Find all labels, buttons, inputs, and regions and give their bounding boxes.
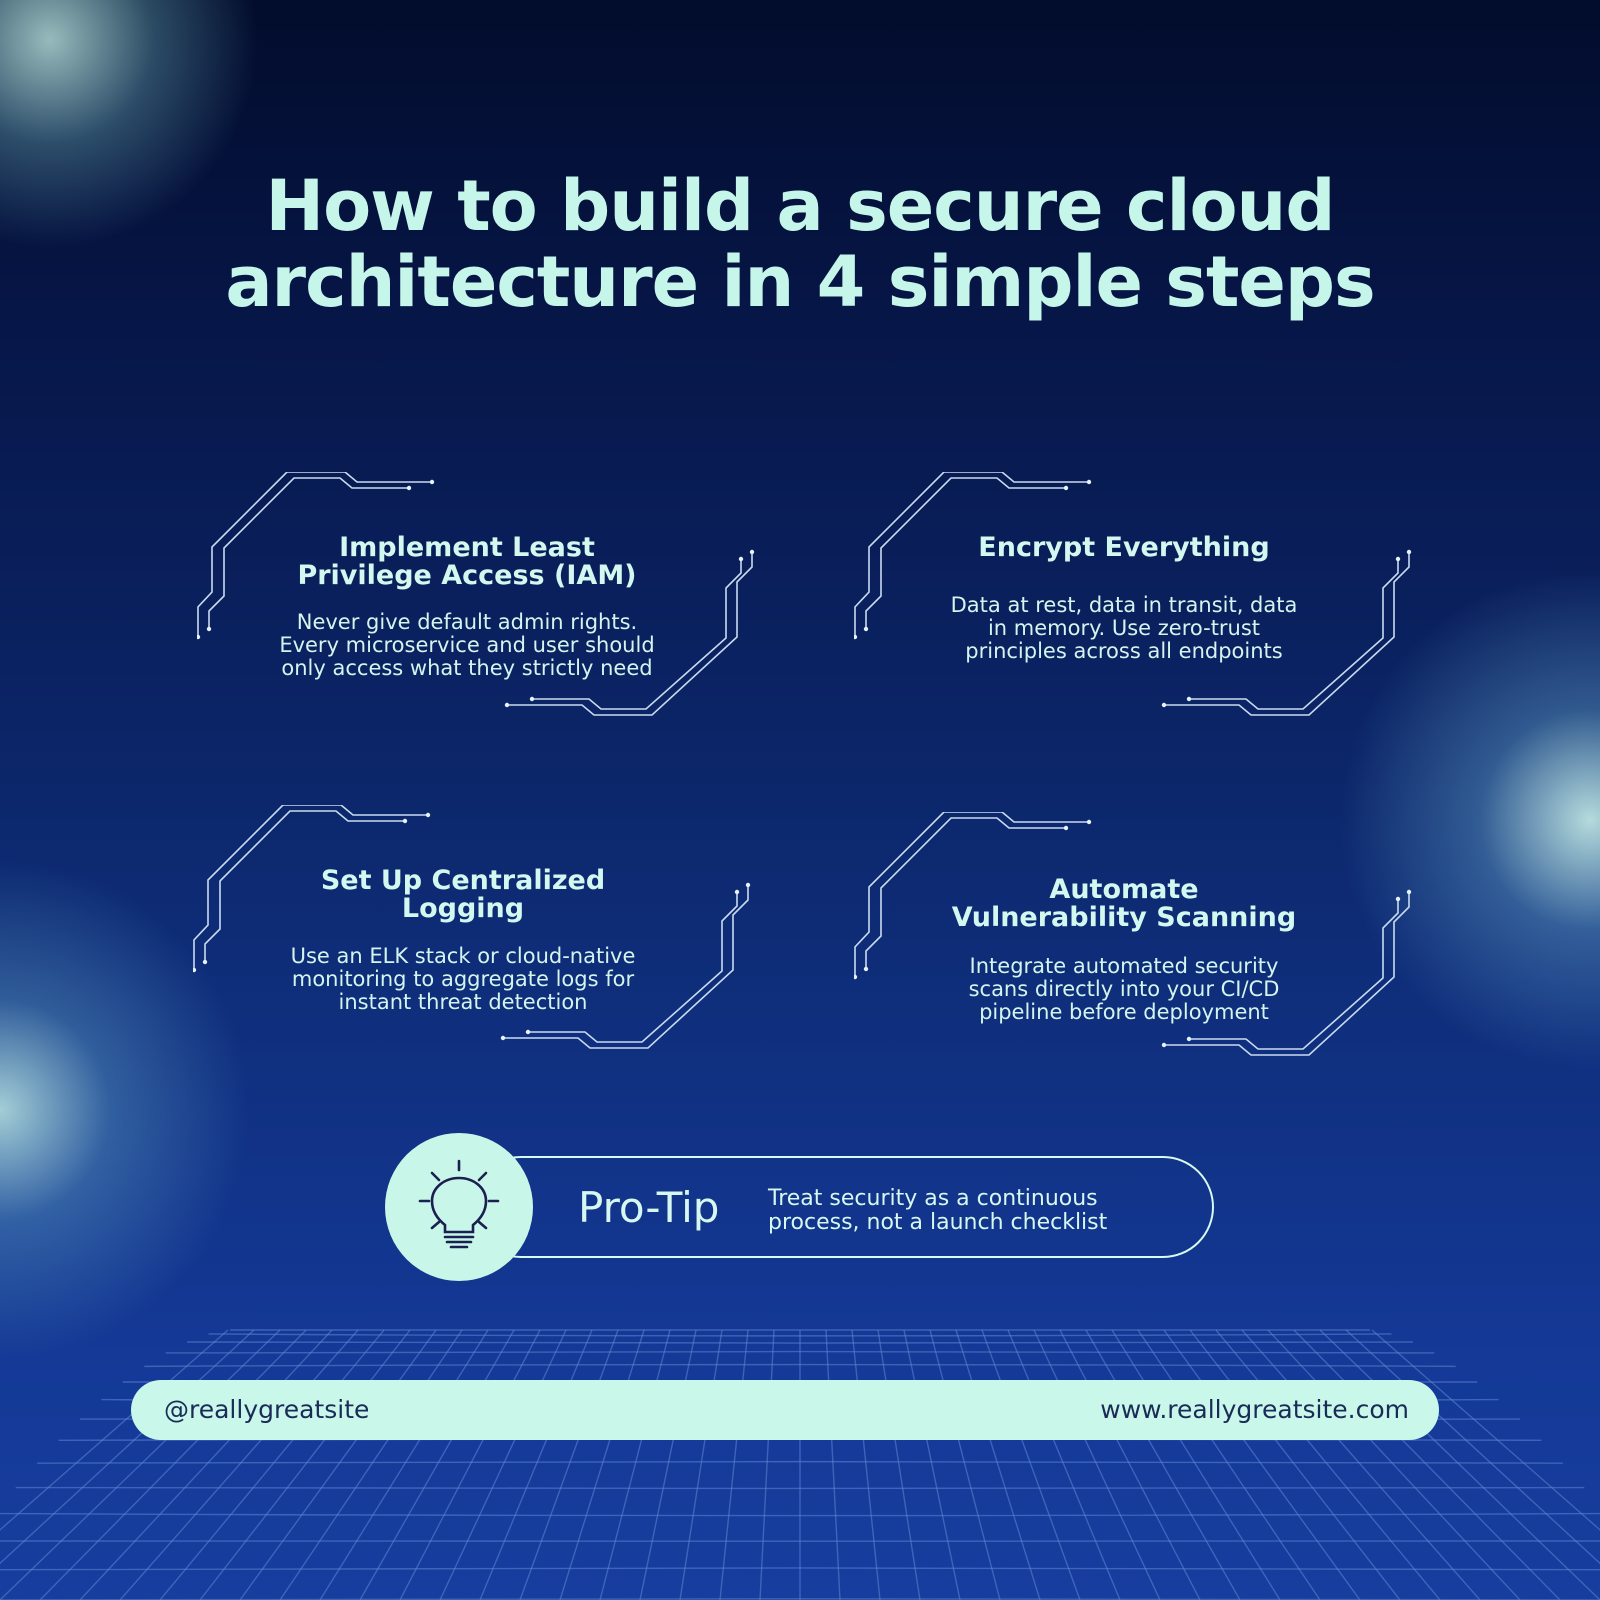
grid-column-line [1319, 1329, 1600, 1600]
step-title-line-1: Encrypt Everything [978, 532, 1270, 563]
grid-column-line [559, 1329, 645, 1600]
grid-column-line [1215, 1329, 1441, 1600]
grid-column-line [1111, 1329, 1281, 1600]
step-title: Set Up Centralized Logging [253, 867, 673, 923]
grid-column-line [1163, 1329, 1361, 1600]
grid-column-line [239, 1329, 437, 1600]
grid-column-line [851, 1329, 881, 1600]
grid-column-line [639, 1329, 697, 1600]
grid-column-line [877, 1329, 921, 1600]
grid-column-line [1189, 1329, 1401, 1600]
grid-column-line [0, 1329, 281, 1600]
step-card-scanning: Automate Vulnerability Scanning Integrat… [854, 812, 1414, 1062]
step-title-line-2: Logging [401, 893, 525, 924]
step-card-encryption: Encrypt Everything Data at rest, data in… [854, 472, 1414, 722]
pro-tip-icon-circle [385, 1133, 533, 1281]
grid-column-line [399, 1329, 541, 1600]
grid-column-line [759, 1329, 775, 1600]
step-title: Implement Least Privilege Access (IAM) [257, 534, 677, 590]
grid-column-line [955, 1329, 1041, 1600]
step-title-line-2: Vulnerability Scanning [951, 902, 1297, 933]
step-desc-line-2: monitoring to aggregate logs for [291, 967, 635, 991]
grid-column-line [1059, 1329, 1201, 1600]
grid-column-line [719, 1329, 749, 1600]
circuit-frame-icon [854, 812, 1412, 1056]
page-title: How to build a secure cloud architecture… [0, 168, 1600, 320]
grid-column-line [1007, 1329, 1121, 1600]
step-desc-line-2: scans directly into your CI/CD [968, 977, 1280, 1001]
grid-column-line [279, 1329, 463, 1600]
step-title-line-1: Set Up Centralized [320, 865, 606, 896]
step-desc-line-2: Every microservice and user should [279, 633, 655, 657]
grid-column-line [479, 1329, 593, 1600]
grid-column-line [1033, 1329, 1161, 1600]
step-title-line-1: Automate [1049, 874, 1199, 905]
title-line-2: architecture in 4 simple steps [225, 241, 1375, 323]
step-description: Use an ELK stack or cloud-native monitor… [223, 945, 703, 1014]
grid-column-line [825, 1329, 841, 1600]
grid-column-line [1293, 1329, 1561, 1600]
step-desc-line-3: only access what they strictly need [281, 656, 653, 680]
grid-column-line [79, 1329, 333, 1600]
step-title-line-1: Implement Least [339, 532, 595, 563]
step-title: Automate Vulnerability Scanning [914, 876, 1334, 932]
grid-floor-decoration [0, 1329, 1600, 1600]
website-link[interactable]: www.reallygreatsite.com [1100, 1395, 1409, 1424]
title-line-1: How to build a secure cloud [265, 165, 1335, 247]
grid-column-line [359, 1329, 515, 1600]
step-title-line-2: Privilege Access (IAM) [297, 560, 637, 591]
grid-column-line [439, 1329, 567, 1600]
step-card-iam: Implement Least Privilege Access (IAM) N… [197, 472, 757, 722]
footer-bar: @reallygreatsite www.reallygreatsite.com [131, 1380, 1439, 1440]
grid-column-line [0, 1329, 229, 1531]
step-card-logging: Set Up Centralized Logging Use an ELK st… [193, 805, 753, 1055]
grid-column-line [119, 1329, 359, 1600]
step-description: Integrate automated security scans direc… [884, 955, 1364, 1024]
lightbulb-icon [418, 1159, 500, 1249]
grid-column-line [1241, 1329, 1481, 1600]
grid-column-line [1345, 1329, 1600, 1565]
pro-tip-label: Pro-Tip [578, 1183, 720, 1232]
pro-tip-text-line-2: process, not a launch checklist [768, 1210, 1108, 1235]
step-description: Never give default admin rights. Every m… [227, 611, 707, 680]
pro-tip-text: Treat security as a continuous process, … [768, 1187, 1188, 1235]
step-desc-line-1: Data at rest, data in transit, data [950, 593, 1298, 617]
step-title: Encrypt Everything [914, 534, 1334, 562]
step-desc-line-1: Use an ELK stack or cloud-native [290, 944, 636, 968]
grid-column-line [929, 1329, 1001, 1600]
grid-column-line [1371, 1329, 1600, 1531]
step-desc-line-1: Integrate automated security [969, 954, 1279, 978]
step-description: Data at rest, data in transit, data in m… [884, 594, 1364, 663]
grid-column-line [159, 1329, 385, 1600]
grid-column-line [679, 1329, 723, 1600]
grid-column-line [319, 1329, 489, 1600]
grid-column-line [519, 1329, 619, 1600]
grid-column-line [1085, 1329, 1241, 1600]
social-handle[interactable]: @reallygreatsite [164, 1395, 370, 1424]
pro-tip-text-line-1: Treat security as a continuous [768, 1186, 1098, 1211]
step-desc-line-3: instant threat detection [338, 990, 588, 1014]
grid-column-line [39, 1329, 307, 1600]
circuit-frame-icon [193, 805, 752, 1049]
grid-column-line [1137, 1329, 1321, 1600]
grid-column-line [199, 1329, 411, 1600]
grid-column-line [981, 1329, 1081, 1600]
grid-column-line [1267, 1329, 1521, 1600]
step-desc-line-1: Never give default admin rights. [296, 610, 638, 634]
grid-column-line [903, 1329, 961, 1600]
step-desc-line-3: pipeline before deployment [979, 1000, 1269, 1024]
grid-column-line [0, 1329, 255, 1565]
grid-column-line [599, 1329, 671, 1600]
step-desc-line-2: in memory. Use zero-trust [987, 616, 1261, 640]
step-desc-line-3: principles across all endpoints [965, 639, 1283, 663]
circuit-frame-icon [197, 472, 756, 716]
